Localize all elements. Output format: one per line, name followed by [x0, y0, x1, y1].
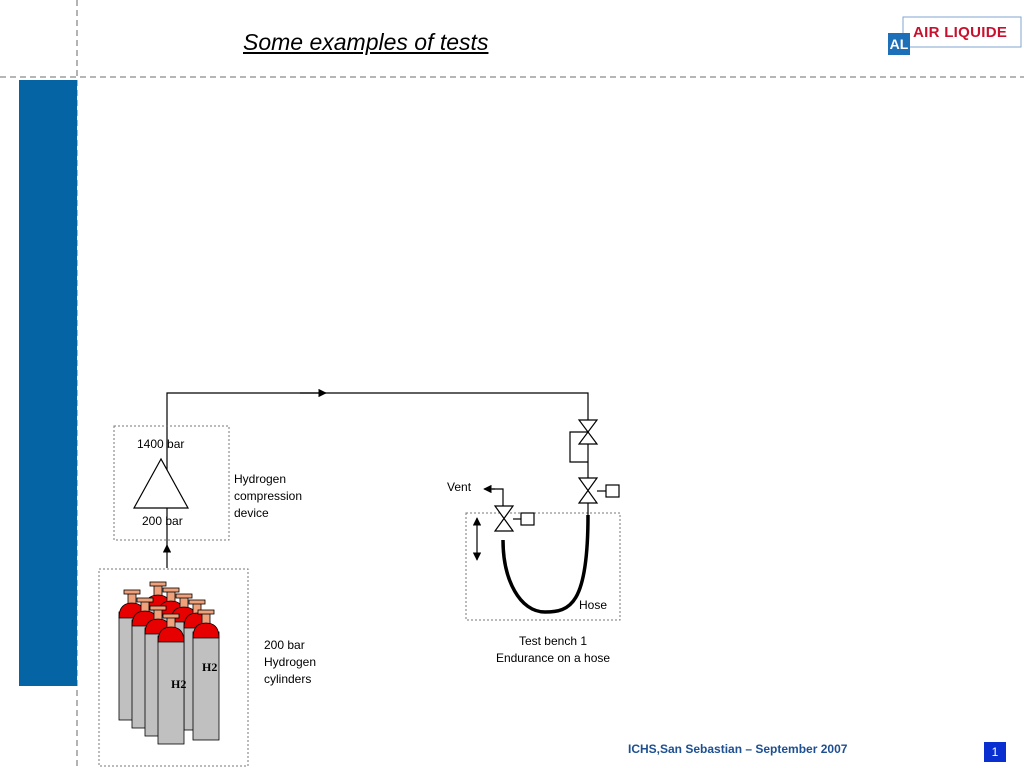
- valve-vent-icon: [493, 505, 535, 532]
- vent-line: [492, 488, 504, 506]
- vent-label: Vent: [447, 480, 472, 494]
- caption-line: Endurance on a hose: [495, 651, 611, 665]
- cylinders-box: [98, 568, 249, 767]
- gas-cylinder-icon: [192, 609, 220, 741]
- test-bench-box: [465, 512, 621, 621]
- test-bench-caption: Test bench 1 Endurance on a hose: [480, 633, 626, 667]
- air-liquide-logo-text: AIR LIQUIDE: [913, 24, 1008, 41]
- caption-line: cylinders: [264, 672, 312, 686]
- caption-line: device: [234, 506, 269, 520]
- feed-line: [162, 388, 589, 568]
- caption-line: Test bench 1: [518, 634, 588, 648]
- sidebar-band: [19, 80, 77, 686]
- compressor-bottom-label: 200 bar: [142, 514, 183, 528]
- air-liquide-logo-icon: AL: [888, 33, 910, 55]
- caption-line: Hydrogen: [234, 472, 287, 486]
- page-title: Some examples of tests: [243, 29, 489, 55]
- cylinder-tag: H2: [171, 677, 187, 691]
- caption-line: Hydrogen: [264, 655, 317, 669]
- cylinder-tag: H2: [202, 660, 218, 674]
- compressor-top-label: 1400 bar: [137, 437, 185, 451]
- caption-line: 200 bar: [264, 638, 305, 652]
- footer-text: ICHS,San Sebastian – September 2007: [628, 742, 848, 756]
- compressor-triangle-icon: [132, 457, 190, 509]
- hose-label: Hose: [579, 598, 608, 612]
- hose: [501, 514, 590, 614]
- compressor-caption: Hydrogen compression device: [234, 471, 302, 522]
- logo-frame: [902, 16, 1022, 48]
- gas-cylinder-icon: [157, 613, 185, 745]
- bypass-line: [569, 431, 588, 463]
- compressor-box: [113, 425, 230, 541]
- page-number: 1: [984, 742, 1006, 762]
- valve-middle-icon: [577, 477, 620, 504]
- caption-line: compression: [234, 489, 303, 503]
- cylinder-group: [118, 581, 220, 745]
- cylinders-caption: 200 bar Hydrogen cylinders: [264, 637, 316, 688]
